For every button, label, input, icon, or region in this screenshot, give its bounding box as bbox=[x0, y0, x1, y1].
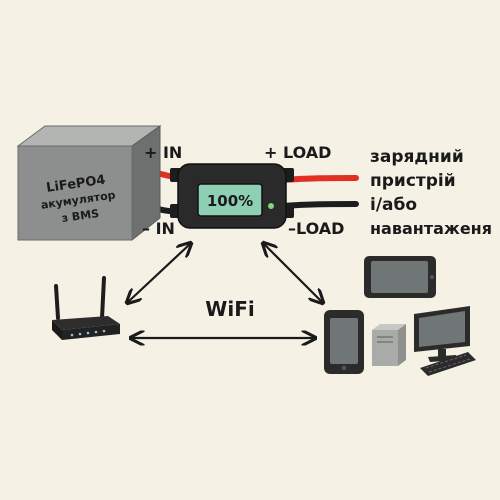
load-description: зарядний пристрій і/або навантаженя bbox=[370, 147, 492, 238]
load-desc-line2: пристрій bbox=[370, 171, 456, 191]
arrow-module-to-router bbox=[128, 244, 190, 302]
router-body bbox=[52, 320, 62, 340]
router-led bbox=[70, 333, 74, 337]
router-front bbox=[62, 324, 120, 340]
keyboard-icon bbox=[420, 352, 476, 376]
pc-front bbox=[372, 330, 398, 366]
monitor-screen bbox=[419, 311, 465, 347]
router-led bbox=[78, 332, 82, 336]
battery-front-face bbox=[17, 145, 133, 241]
smartphone-icon bbox=[324, 310, 364, 374]
battery-cube-icon: LiFePO4 акумулятор з BMS bbox=[16, 125, 162, 242]
load-desc-line4: навантаженя bbox=[370, 219, 492, 238]
router-led bbox=[102, 329, 106, 333]
phone-button bbox=[341, 365, 347, 371]
monitor-stand bbox=[438, 349, 446, 357]
router-led bbox=[94, 330, 98, 334]
module-screen bbox=[197, 183, 263, 217]
monitor-icon bbox=[414, 306, 470, 362]
load-wires bbox=[279, 175, 359, 209]
keyboard-keys-row bbox=[428, 358, 471, 373]
router-antenna-left bbox=[54, 284, 60, 320]
wifi-label: WiFi bbox=[205, 297, 254, 321]
tablet-screen bbox=[371, 261, 428, 293]
module-display-value: 100% bbox=[207, 192, 253, 210]
wifi-router-icon bbox=[52, 276, 120, 340]
router-antenna-right bbox=[100, 276, 106, 320]
desktop-pc-icon bbox=[372, 324, 406, 366]
load-desc-line1: зарядний bbox=[370, 147, 464, 167]
wifi-arrows bbox=[128, 244, 322, 338]
keyboard-keys-row bbox=[425, 354, 467, 369]
label-minus-in: – IN bbox=[142, 219, 175, 238]
router-top bbox=[52, 316, 120, 330]
tablet-button bbox=[430, 275, 434, 279]
label-minus-load: –LOAD bbox=[288, 219, 344, 238]
pc-side bbox=[398, 324, 406, 366]
load-desc-line3: і/або bbox=[370, 195, 417, 215]
battery-label-line3: з BMS bbox=[61, 207, 100, 225]
label-plus-load: + LOAD bbox=[264, 143, 331, 162]
label-plus-in: + IN bbox=[144, 143, 182, 162]
arrow-module-to-phone bbox=[264, 244, 322, 302]
tablet-icon bbox=[364, 256, 436, 298]
phone-screen bbox=[330, 318, 358, 364]
battery-monitor-module-icon: 100% bbox=[170, 163, 294, 229]
router-led bbox=[86, 331, 90, 335]
pc-top bbox=[372, 324, 406, 330]
module-led bbox=[268, 203, 274, 209]
